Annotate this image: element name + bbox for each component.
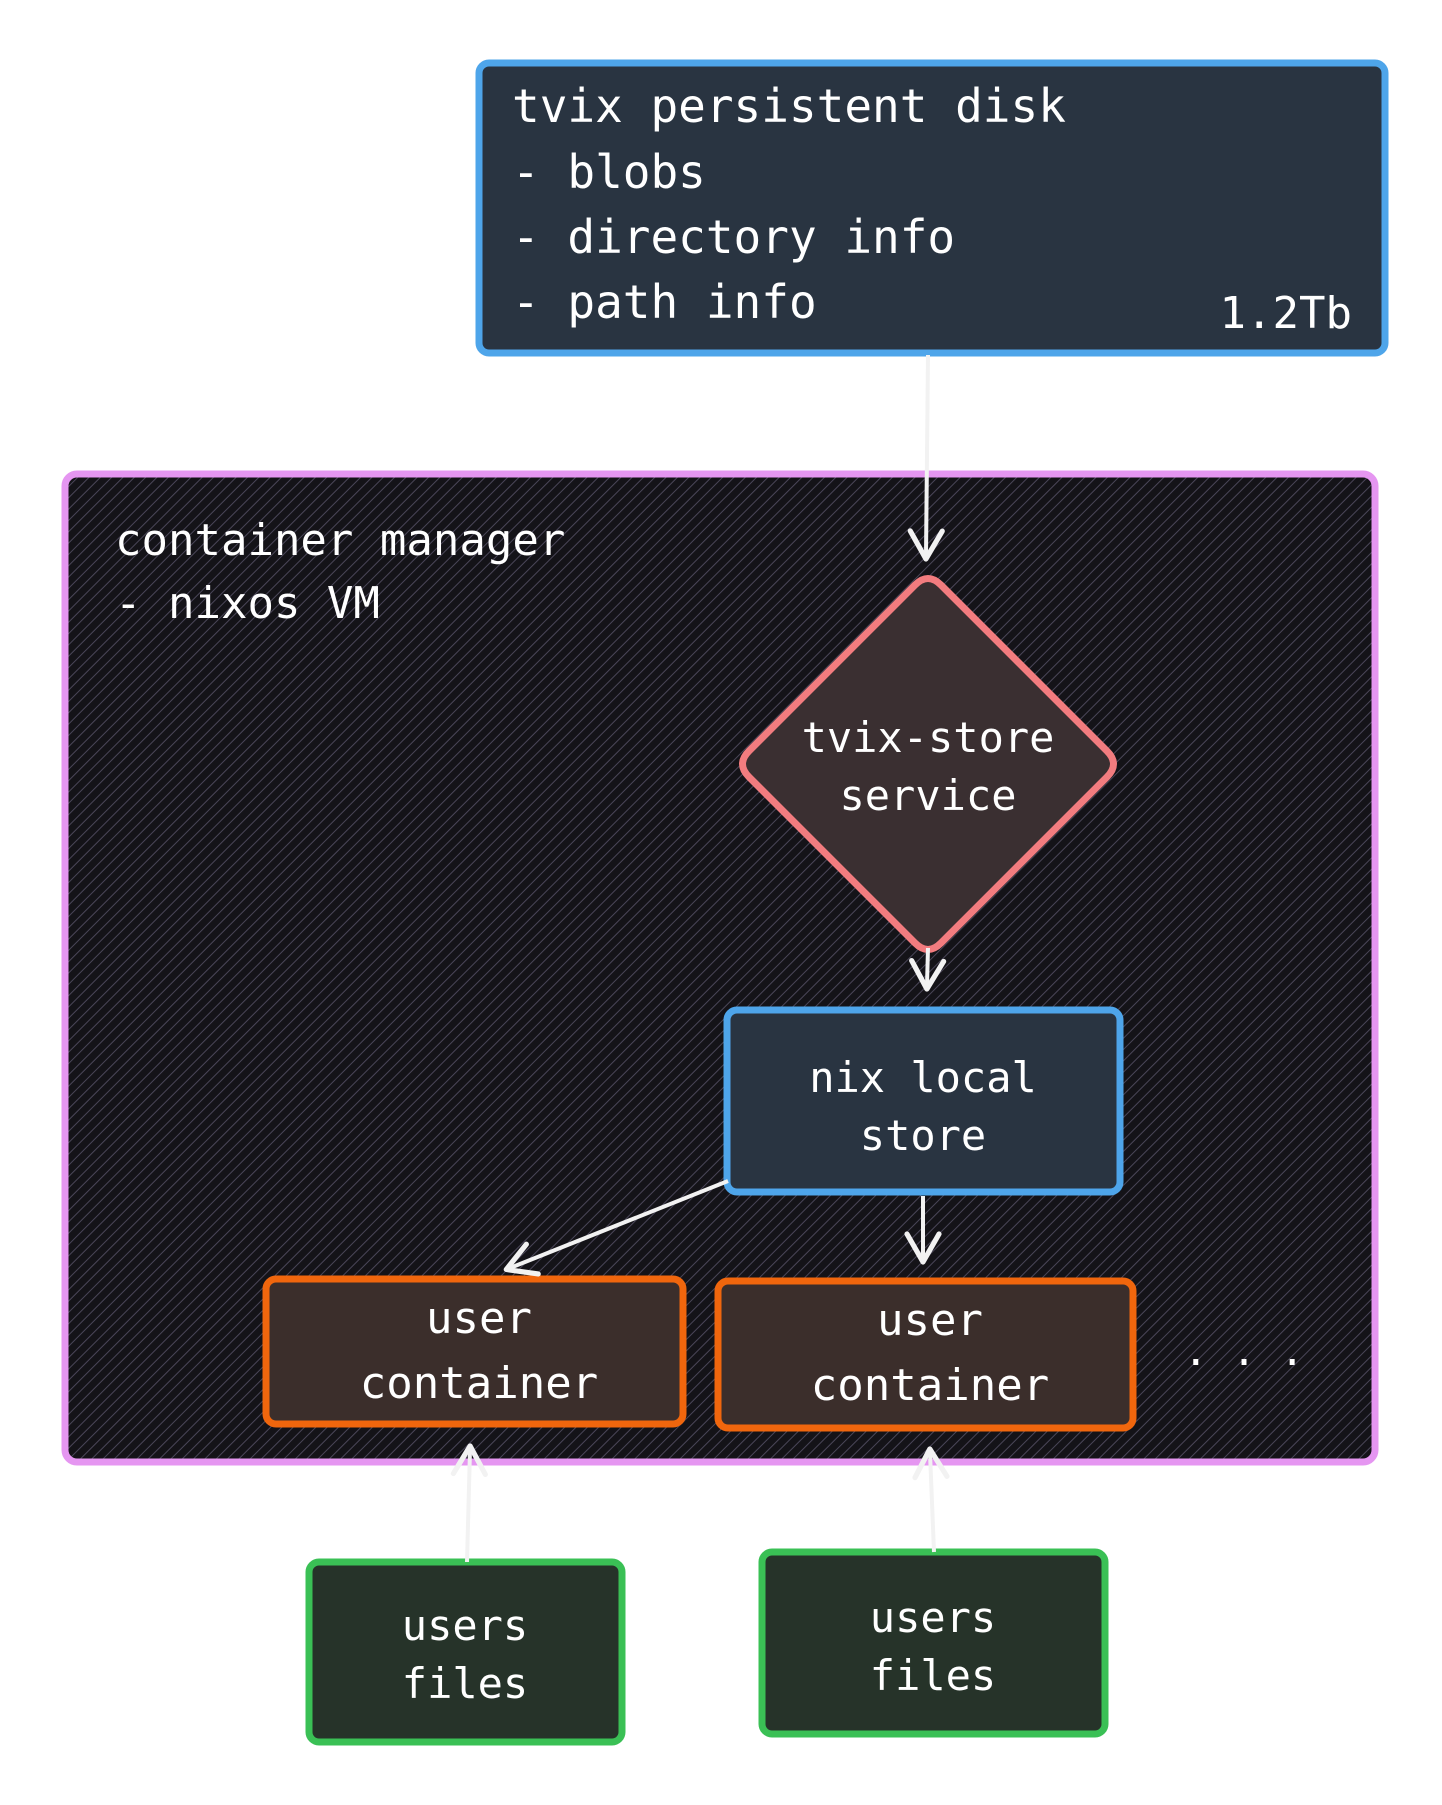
tvix-store-service: tvix-store service [739, 575, 1117, 953]
nix-local-store: nix local store [723, 1006, 1124, 1196]
users-files-1-line-1: users [402, 1601, 528, 1650]
arrow-disk-to-store-service [907, 354, 945, 562]
local-store-line-2: store [860, 1111, 986, 1160]
user-container-2-frame [714, 1277, 1137, 1432]
disk-item-blobs: - blobs [512, 145, 706, 199]
users-files-1: users files [305, 1558, 626, 1746]
store-service-line-2: service [839, 771, 1016, 820]
users-files-2-line-2: files [870, 1651, 996, 1700]
store-service-line-1: tvix-store [802, 713, 1055, 762]
vm-subtitle: - nixos VM [115, 578, 380, 629]
user-container-1: user container [262, 1275, 687, 1428]
local-store-frame [723, 1006, 1124, 1196]
disk-item-path-info: - path info [512, 275, 817, 329]
user-container-2: user container [714, 1277, 1137, 1432]
disk-item-directory-info: - directory info [512, 210, 955, 264]
tvix-store-diamond [739, 575, 1117, 953]
persistent-disk-box: tvix persistent disk - blobs - directory… [475, 59, 1389, 357]
arrow-files-1-to-container-1 [450, 1443, 488, 1563]
users-files-1-frame [305, 1558, 626, 1746]
users-files-2-frame [758, 1548, 1109, 1738]
user-container-2-line-2: container [811, 1360, 1049, 1411]
disk-title: tvix persistent disk [512, 79, 1066, 133]
local-store-line-1: nix local [809, 1053, 1037, 1102]
vm-title: container manager [115, 515, 565, 566]
persistent-disk-frame [475, 59, 1389, 357]
users-files-1-line-2: files [402, 1659, 528, 1708]
arrow-files-2-to-container-2 [912, 1446, 950, 1553]
arrow-local-store-to-container-1 [503, 1179, 729, 1277]
user-container-2-line-1: user [877, 1295, 983, 1346]
user-container-1-frame [262, 1275, 687, 1428]
more-containers-ellipsis: . . . [1184, 1329, 1304, 1375]
disk-size-label: 1.2Tb [1220, 288, 1352, 339]
users-files-2: users files [758, 1548, 1109, 1738]
user-container-1-line-2: container [360, 1358, 598, 1409]
users-files-2-line-1: users [870, 1593, 996, 1642]
arrow-store-service-to-local-store [909, 947, 947, 992]
user-container-1-line-1: user [426, 1293, 532, 1344]
